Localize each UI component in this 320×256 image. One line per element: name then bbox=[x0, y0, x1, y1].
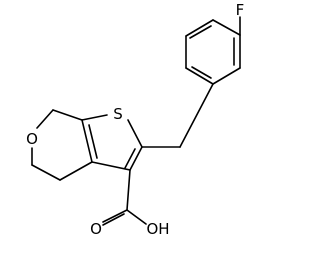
bond bbox=[81, 114, 108, 121]
fluorine-label: F bbox=[236, 1, 245, 19]
molecule-drawing: F S O O OH bbox=[26, 1, 244, 238]
ring-oxygen-label: O bbox=[26, 130, 38, 148]
bond bbox=[126, 169, 131, 211]
bond bbox=[179, 83, 214, 148]
bond bbox=[185, 67, 214, 85]
bond bbox=[88, 124, 98, 159]
bond bbox=[36, 109, 54, 129]
bond bbox=[59, 161, 93, 181]
bond bbox=[129, 146, 143, 171]
bond bbox=[212, 67, 241, 85]
atom-labels: F S O O OH bbox=[26, 1, 244, 238]
bond bbox=[124, 148, 136, 169]
sulfur-label: S bbox=[113, 105, 123, 123]
carbonyl-oxygen-label: O bbox=[90, 220, 102, 238]
bond bbox=[52, 109, 83, 121]
bond bbox=[189, 25, 212, 39]
bond bbox=[127, 119, 143, 148]
bond bbox=[212, 19, 241, 36]
hydroxyl-label: OH bbox=[146, 220, 169, 238]
bond bbox=[191, 66, 212, 79]
bond bbox=[102, 213, 125, 226]
bond bbox=[81, 119, 93, 163]
structure-canvas: F S O O OH bbox=[26, 1, 244, 238]
bond bbox=[102, 209, 128, 223]
bond bbox=[91, 161, 131, 171]
bonds bbox=[31, 16, 241, 226]
bond bbox=[126, 209, 147, 225]
bond bbox=[31, 164, 61, 181]
bond bbox=[185, 19, 214, 37]
